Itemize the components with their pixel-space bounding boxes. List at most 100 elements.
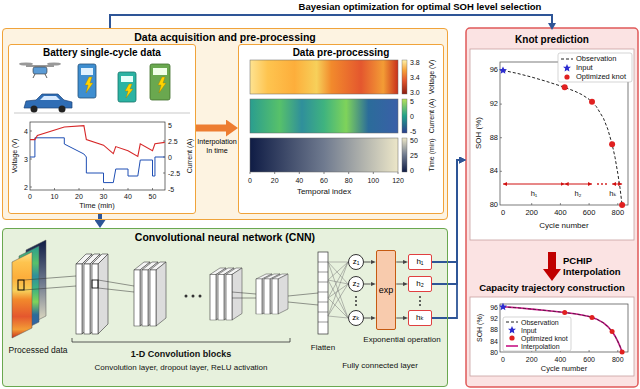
capacity-plot [499, 303, 507, 310]
node-symbol: exp [379, 285, 394, 295]
knot-plot [503, 184, 565, 185]
heatmap-strips [402, 99, 407, 133]
legend-sample [561, 59, 573, 60]
battery-applications-icon [59, 106, 66, 113]
heatmap-strips [250, 172, 398, 174]
tick-label: 400 [555, 355, 567, 362]
panel-title: Capacity trajectory construction [479, 283, 625, 294]
tick-label: 4 [24, 128, 28, 135]
connector-arrow [364, 262, 371, 263]
tick-label: 10 [51, 193, 59, 200]
legend-text: Input [576, 64, 593, 72]
battery-applications-icon [150, 64, 170, 100]
tick-label: 92 [490, 315, 498, 322]
capacity-plot [610, 329, 615, 334]
tick-label: 60 [320, 177, 328, 184]
cnn-illustration [72, 338, 290, 342]
tick-label: 96 [490, 303, 498, 310]
knot-plot [619, 202, 625, 208]
voltage-current-plot [30, 122, 165, 190]
tick-label: 0 [248, 177, 252, 184]
capacity-plot [503, 317, 571, 351]
annotation: Exponential operation [363, 336, 440, 344]
tick-label: 120 [392, 177, 404, 184]
tick-label: 88 [490, 326, 498, 333]
tick-label: 30 [100, 193, 108, 200]
tick-label: 84 [490, 168, 498, 176]
panel-grounds [466, 28, 638, 387]
tick-label: h₁ [531, 190, 538, 198]
legend-swatch [561, 64, 573, 72]
panel: Data acquisition and pre-processingBatte… [2, 28, 448, 220]
cnn-illustration [92, 254, 108, 334]
connector-arrow [110, 15, 552, 28]
legend-item: Observation [506, 318, 559, 326]
tick-label: 20 [271, 177, 279, 184]
cnn-illustration [318, 252, 328, 334]
tick-label: -5 [168, 186, 174, 193]
cnn-illustration [328, 262, 348, 318]
legend-sample [506, 345, 518, 347]
subpanel: Battery single-cycle data [8, 44, 196, 214]
tick-label: 600 [583, 209, 596, 217]
knot-plot [500, 70, 618, 205]
capacity-plot [500, 304, 628, 352]
tick-label: 600 [583, 355, 595, 362]
panel-grounds [470, 297, 634, 376]
battery-applications-icon [125, 84, 133, 98]
panel-title: Convolutional neural network (CNN) [135, 231, 315, 243]
connector-arrow [396, 318, 403, 319]
edge-label: PCHIP Interpolation [563, 255, 629, 278]
legend-swatch [506, 318, 518, 326]
tick-label: 3.4 [410, 74, 420, 81]
tick-label: hₖ [609, 190, 616, 198]
tick-label: 200 [525, 209, 538, 217]
cnn-illustration [355, 300, 357, 302]
cnn-illustration [24, 276, 76, 290]
legend-sample [563, 64, 571, 71]
legend-swatch [561, 55, 573, 63]
tick-label: 0 [28, 193, 32, 200]
legend-sample [509, 335, 514, 340]
node-symbol: h₁ [416, 257, 423, 266]
knot-plot [605, 183, 607, 185]
legend-text: Interpolation [521, 343, 560, 350]
capacity-plot [503, 307, 622, 352]
tick-label: 80 [490, 349, 498, 356]
panel-title: Knot prediction [515, 34, 589, 46]
tick-label: Cycle number [541, 365, 587, 373]
battery-applications-icon [19, 62, 33, 65]
legend-item: Optimized knot [506, 334, 568, 342]
tick-label: 0 [501, 355, 505, 362]
cnn-illustration [18, 280, 24, 290]
legend-sample [506, 322, 518, 323]
connector-arrow [432, 160, 459, 262]
node-symbol: z₁ [353, 257, 360, 266]
tick-label: 80 [490, 201, 498, 209]
cnn-illustration [419, 300, 421, 302]
annotation: Flatten [311, 344, 335, 352]
cnn-illustration [226, 268, 242, 320]
heatmap-strips [250, 60, 398, 94]
knot-plot [558, 53, 632, 82]
exp-box: exp [376, 250, 397, 330]
tick-label: 2 [24, 184, 28, 191]
panel-title: Data pre-processing [293, 47, 390, 59]
tick-label: 40 [295, 177, 303, 184]
knot-plot [499, 53, 632, 208]
legend-swatch [506, 342, 518, 350]
tick-label: 88 [490, 134, 498, 142]
battery-applications-icon [33, 74, 35, 78]
knot-plot [565, 184, 592, 185]
tick-label: 0 [410, 113, 414, 120]
axis-title: SOH (%) [475, 117, 483, 149]
legend-item: Observation [561, 55, 616, 63]
tick-label: 92 [490, 100, 498, 108]
voltage-current-plot [30, 131, 165, 190]
battery-applications-icon [47, 62, 61, 65]
tick-label: 0 [410, 167, 414, 174]
battery-applications-icon [78, 64, 96, 98]
battery-applications-icon [81, 68, 93, 75]
legend-text: Optimized knot [576, 73, 626, 81]
